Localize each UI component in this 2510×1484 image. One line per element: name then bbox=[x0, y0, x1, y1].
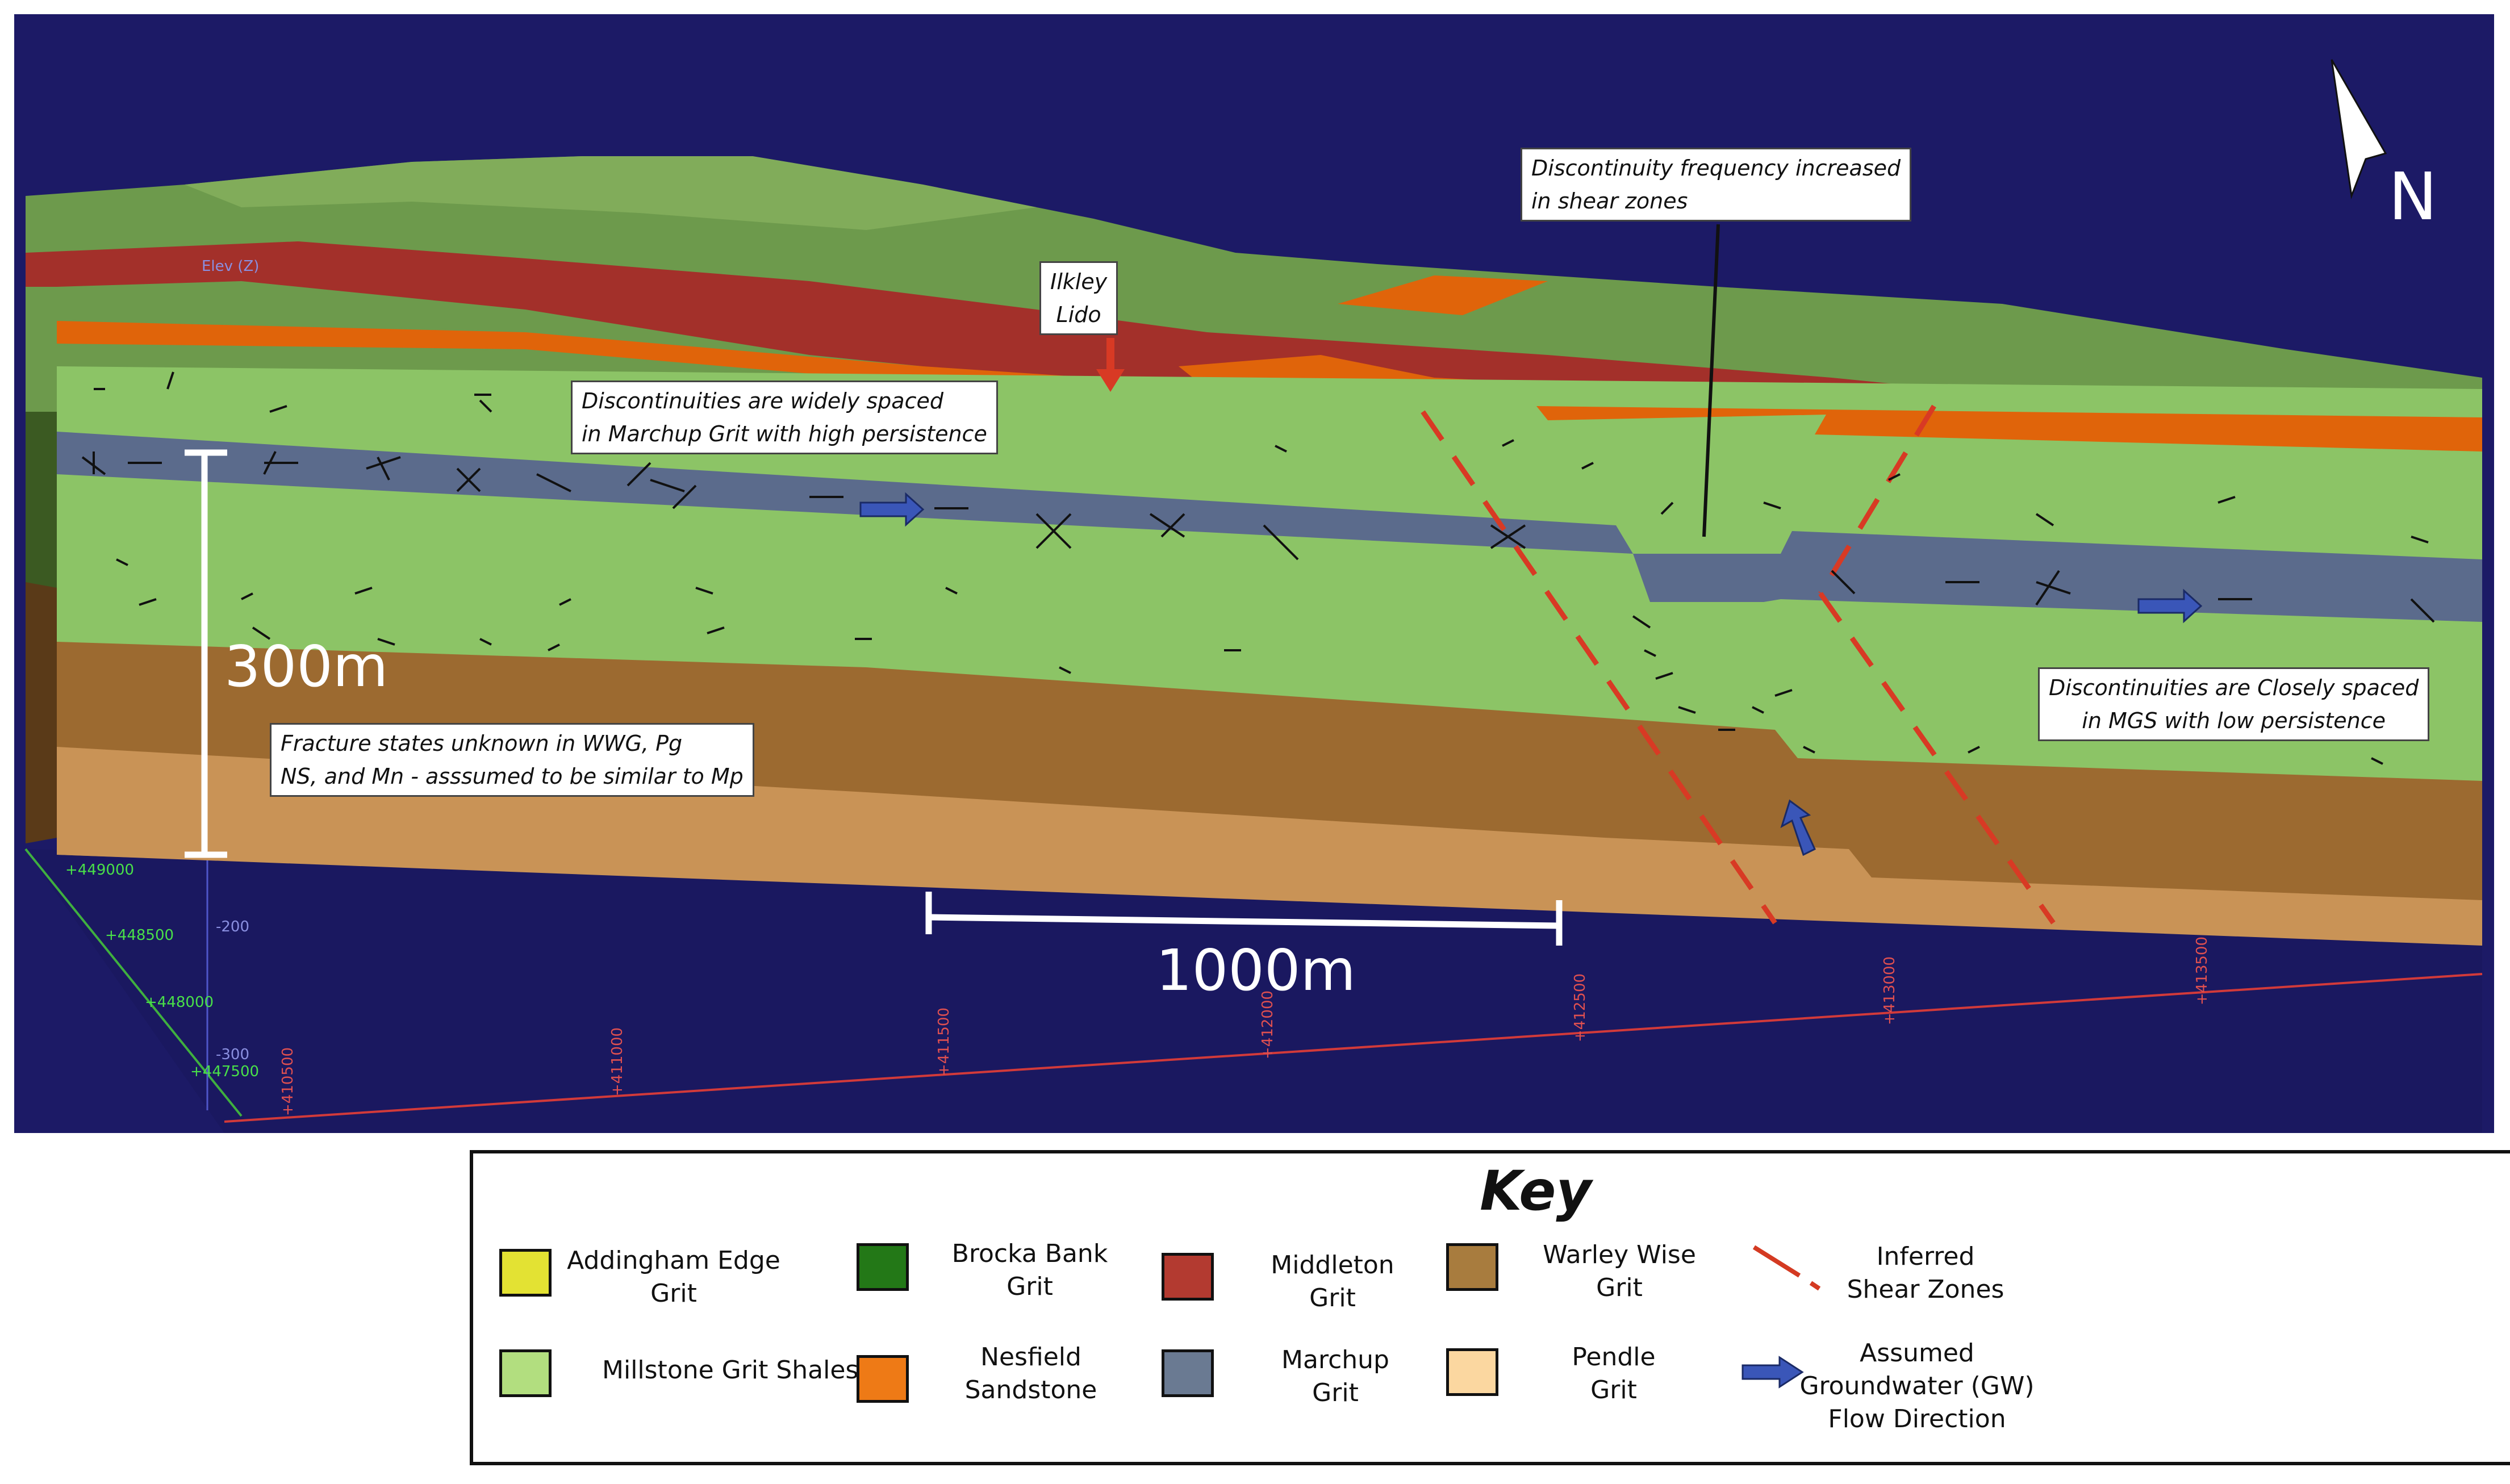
label-nesfield-sandstone: Nesfield Sandstone bbox=[965, 1341, 1097, 1407]
callout-shear-frequency-line-2: in shear zones bbox=[1531, 189, 1688, 214]
callout-marchup-line-1: Discontinuities are widely spaced bbox=[582, 388, 943, 413]
label-gw-line-2: Groundwater (GW) bbox=[1799, 1372, 2035, 1401]
nesfield-front-right bbox=[1536, 406, 2482, 452]
marchup-grit-band bbox=[57, 432, 2482, 622]
callout-marchup-spacing: Discontinuities are widely spaced in Mar… bbox=[571, 381, 998, 454]
side-face-lower bbox=[26, 582, 57, 843]
swatch-addingham-edge-grit bbox=[499, 1249, 552, 1297]
terrain-highlight bbox=[185, 156, 1037, 230]
callout-ilkley-lido: Ilkley Lido bbox=[1039, 261, 1118, 335]
vertical-scale-bar bbox=[185, 449, 227, 858]
label-pendle-line-1: Pendle bbox=[1572, 1343, 1656, 1372]
easting-tick-5: +412500 bbox=[1572, 973, 1589, 1042]
label-inferred-shear-zones: Inferred Shear Zones bbox=[1847, 1240, 2004, 1306]
callout-mgs-spacing: Discontinuities are Closely spaced in MG… bbox=[2038, 667, 2430, 741]
label-middleton-grit: Middleton Grit bbox=[1271, 1249, 1394, 1315]
gw-flow-legend-icon bbox=[1741, 1356, 1804, 1389]
gw-arrow-west bbox=[859, 492, 925, 527]
label-middleton-line-1: Middleton bbox=[1271, 1251, 1394, 1280]
elevation-tick-1: -200 bbox=[216, 918, 249, 935]
northing-tick-1: +449000 bbox=[65, 862, 134, 879]
shear-zone-line-east-upper bbox=[1818, 404, 1936, 595]
easting-tick-2: +411000 bbox=[609, 1027, 626, 1096]
elevation-tick-2: -300 bbox=[216, 1046, 249, 1063]
geological-model-view: Elev (Z) -200 -300 +449000 +448500 +4480… bbox=[14, 14, 2494, 1133]
nesfield-outcrop-1 bbox=[1338, 275, 1548, 315]
label-middleton-line-2: Grit bbox=[1309, 1284, 1356, 1312]
gw-flow-arrows bbox=[859, 492, 2203, 856]
callout-ilkley-line-2: Lido bbox=[1056, 302, 1101, 327]
gw-arrow-east bbox=[2137, 588, 2203, 624]
ilkley-pointer-arrow bbox=[1096, 338, 1125, 392]
legend-key: Key Addingham Edge Grit Brocka Bank Grit… bbox=[470, 1150, 2510, 1465]
vertical-scale-label: 300m bbox=[224, 633, 389, 700]
swatch-warley-wise-grit bbox=[1446, 1243, 1498, 1291]
callout-shear-frequency-line-1: Discontinuity frequency increased bbox=[1531, 156, 1901, 181]
label-millstone-line-1: Millstone Grit Shales bbox=[602, 1356, 859, 1385]
label-brocka-line-2: Grit bbox=[1006, 1272, 1053, 1301]
shear-zone-line-west bbox=[1421, 410, 1777, 925]
label-addingham-line-2: Grit bbox=[650, 1279, 697, 1308]
label-brocka-line-1: Brocka Bank bbox=[951, 1239, 1108, 1268]
easting-tick-4: +412000 bbox=[1259, 990, 1276, 1059]
shear-zone-legend-symbol bbox=[1752, 1245, 1821, 1291]
label-millstone-grit-shales: Millstone Grit Shales bbox=[602, 1354, 858, 1387]
easting-axis-line bbox=[224, 973, 2483, 1123]
callout-fracture-line-1: Fracture states unknown in WWG, Pg bbox=[281, 731, 683, 756]
label-pendle-line-2: Grit bbox=[1590, 1376, 1637, 1404]
label-nesfield-line-1: Nesfield bbox=[980, 1343, 1081, 1372]
gw-arrow-up bbox=[1780, 799, 1816, 856]
swatch-nesfield-sandstone bbox=[857, 1355, 909, 1403]
easting-tick-7: +413500 bbox=[2194, 937, 2211, 1005]
label-marchup-line-1: Marchup bbox=[1281, 1345, 1389, 1374]
swatch-marchup-grit bbox=[1162, 1349, 1214, 1397]
discontinuity-symbols bbox=[81, 371, 2435, 765]
label-shear-line-1: Inferred bbox=[1876, 1242, 1975, 1271]
label-nesfield-line-2: Sandstone bbox=[964, 1376, 1097, 1404]
swatch-middleton-grit bbox=[1162, 1253, 1214, 1301]
label-marchup-line-2: Grit bbox=[1312, 1378, 1359, 1407]
label-gw-line-1: Assumed bbox=[1860, 1339, 1974, 1368]
northing-axis-line bbox=[24, 848, 243, 1117]
nesfield-front-left bbox=[57, 321, 1093, 389]
swatch-millstone-grit-shales bbox=[499, 1349, 552, 1397]
callout-mgs-line-1: Discontinuities are Closely spaced bbox=[2049, 675, 2419, 700]
middleton-outcrop bbox=[26, 241, 1945, 400]
label-addingham-line-1: Addingham Edge bbox=[567, 1246, 780, 1275]
swatch-brocka-bank-grit bbox=[857, 1243, 909, 1291]
label-assumed-gw-flow: Assumed Groundwater (GW) Flow Direction bbox=[1799, 1337, 2034, 1436]
callout-fracture-line-2: NS, and Mn - asssumed to be similar to M… bbox=[281, 764, 744, 789]
label-warley-wise-grit: Warley Wise Grit bbox=[1543, 1239, 1696, 1305]
label-shear-line-2: Shear Zones bbox=[1847, 1275, 2004, 1304]
northing-tick-2: +448500 bbox=[105, 927, 174, 944]
callout-ilkley-line-1: Ilkley bbox=[1050, 269, 1108, 294]
callout-shear-frequency: Discontinuity frequency increased in she… bbox=[1521, 148, 1912, 221]
shear-zone-line-east-lower bbox=[1818, 592, 2056, 925]
callout-fracture-unknown: Fracture states unknown in WWG, Pg NS, a… bbox=[270, 723, 754, 797]
north-arrow bbox=[2331, 59, 2387, 199]
label-marchup-grit: Marchup Grit bbox=[1281, 1344, 1389, 1410]
north-label: N bbox=[2388, 159, 2438, 235]
easting-tick-1: +410500 bbox=[279, 1047, 296, 1116]
label-pendle-grit: Pendle Grit bbox=[1572, 1341, 1655, 1407]
callout-pointer-line bbox=[1702, 224, 1720, 537]
callout-mgs-line-2: in MGS with low persistence bbox=[2082, 708, 2386, 733]
easting-tick-6: +413000 bbox=[1881, 956, 1898, 1025]
label-brocka-bank-grit: Brocka Bank Grit bbox=[952, 1238, 1108, 1303]
label-warley-line-1: Warley Wise bbox=[1543, 1240, 1696, 1269]
key-title: Key bbox=[1480, 1159, 1592, 1223]
callout-marchup-line-2: in Marchup Grit with high persistence bbox=[582, 421, 987, 446]
label-warley-line-2: Grit bbox=[1596, 1273, 1643, 1302]
horizontal-scale-bar bbox=[925, 892, 1563, 946]
horizontal-scale-label: 1000m bbox=[1156, 937, 1356, 1004]
swatch-pendle-grit bbox=[1446, 1348, 1498, 1396]
northing-tick-3: +448000 bbox=[145, 994, 214, 1011]
label-gw-line-3: Flow Direction bbox=[1828, 1404, 2006, 1433]
northing-tick-4: +447500 bbox=[190, 1063, 259, 1080]
easting-tick-3: +411500 bbox=[935, 1008, 953, 1076]
elevation-axis-label: Elev (Z) bbox=[202, 258, 259, 275]
label-addingham-edge-grit: Addingham Edge Grit bbox=[567, 1244, 780, 1310]
